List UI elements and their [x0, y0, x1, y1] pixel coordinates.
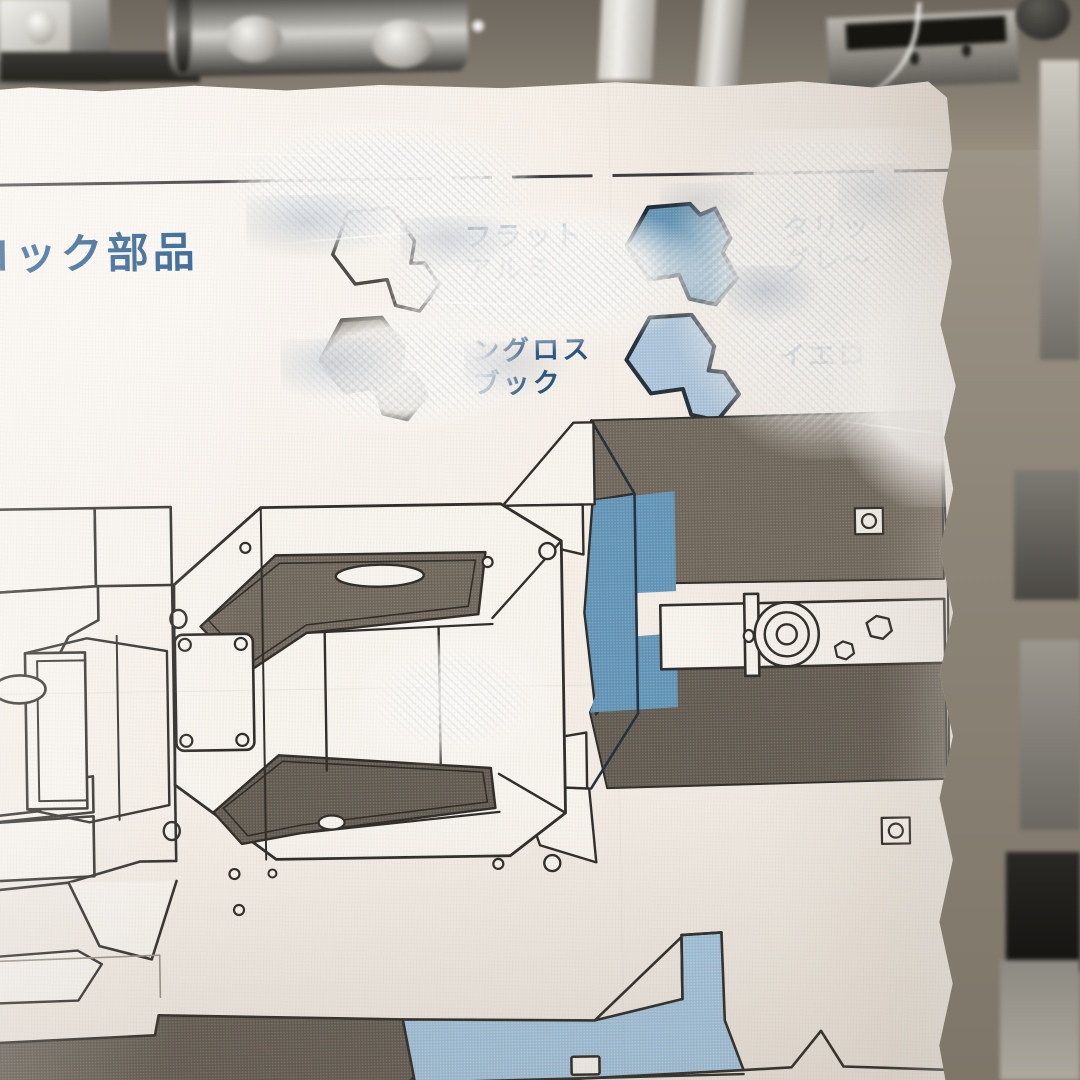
- right-dark-block-2-icon: [1020, 640, 1080, 830]
- cylinder-dot-icon: [472, 20, 484, 32]
- round-knob-icon: [26, 10, 56, 44]
- right-bottom-block-icon: [1000, 960, 1080, 1080]
- cylinder-ring-icon: [175, 0, 191, 72]
- cylinder-cap-icon: [226, 16, 282, 62]
- right-dark-block-icon: [1014, 470, 1080, 600]
- dark-knob-icon: [1016, 0, 1070, 40]
- printed-diagram-layer: コック部品: [0, 66, 1012, 1080]
- instruction-sheet-paper: コック部品: [0, 66, 1012, 1080]
- plate-hole-icon: [910, 52, 919, 65]
- vertical-bar-icon: [597, 0, 657, 80]
- dark-band-icon: [0, 52, 200, 82]
- right-rail-icon: [1040, 60, 1080, 360]
- cylinder-cap-2-icon: [372, 20, 432, 68]
- vertical-bar-2-icon: [695, 0, 747, 90]
- plate-hole-2-icon: [962, 44, 971, 57]
- right-black-block-icon: [1006, 852, 1080, 972]
- diagram-cockpit-tub-top-view: [0, 66, 1012, 1080]
